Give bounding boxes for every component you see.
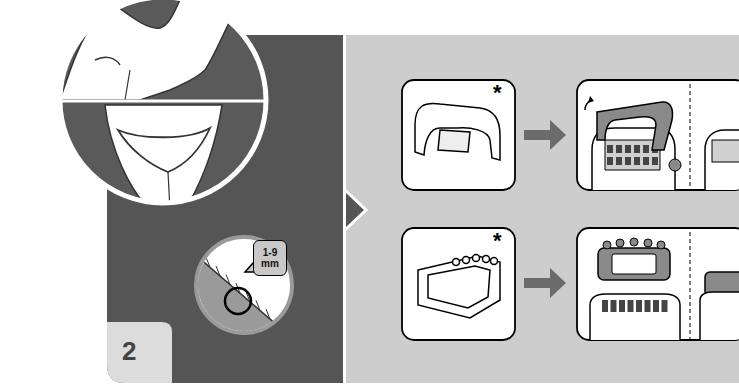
optional-mark: *	[493, 82, 502, 104]
hair-length-bubble: 1-9 mm	[253, 240, 287, 276]
tweezer-disc	[602, 300, 608, 312]
body-zones-circle	[55, 0, 275, 210]
step-arrow	[524, 120, 566, 298]
hair	[256, 300, 260, 310]
hair	[216, 266, 220, 276]
cap-attachment	[415, 103, 500, 160]
cap-box	[402, 228, 515, 340]
optional-mark: *	[493, 230, 502, 252]
tweezer-disc	[653, 300, 659, 312]
hair	[196, 249, 200, 259]
tweezer-disc	[616, 145, 622, 153]
tweezer-disc	[645, 300, 651, 312]
hair-length-text: 1-9 mm	[259, 247, 281, 269]
hair	[266, 309, 270, 319]
cap-attachment	[418, 255, 500, 319]
device-head	[585, 84, 739, 190]
hair-length-circle	[190, 237, 300, 345]
tweezer-disc	[652, 157, 658, 165]
tweezer-disc	[643, 145, 649, 153]
tweezer-disc	[607, 157, 613, 165]
tweezer-disc	[636, 300, 642, 312]
tweezer-disc	[634, 157, 640, 165]
hair	[226, 275, 230, 285]
tweezer-disc	[619, 300, 625, 312]
hair	[206, 257, 210, 267]
hair	[276, 318, 280, 328]
tweezer-disc	[625, 145, 631, 153]
tweezer-disc	[625, 157, 631, 165]
device-head	[590, 232, 739, 340]
panel-divider	[343, 35, 346, 383]
tweezer-disc	[616, 157, 622, 165]
tweezer-disc	[607, 145, 613, 153]
panel-pointer	[345, 190, 366, 230]
tweezer-disc	[662, 300, 668, 312]
tweezer-disc	[643, 157, 649, 165]
tweezer-disc	[634, 145, 640, 153]
tweezer-disc	[611, 300, 617, 312]
cap-box	[402, 80, 515, 190]
tweezer-disc	[628, 300, 634, 312]
step-number: 2	[122, 338, 136, 364]
step-tab	[107, 322, 172, 383]
